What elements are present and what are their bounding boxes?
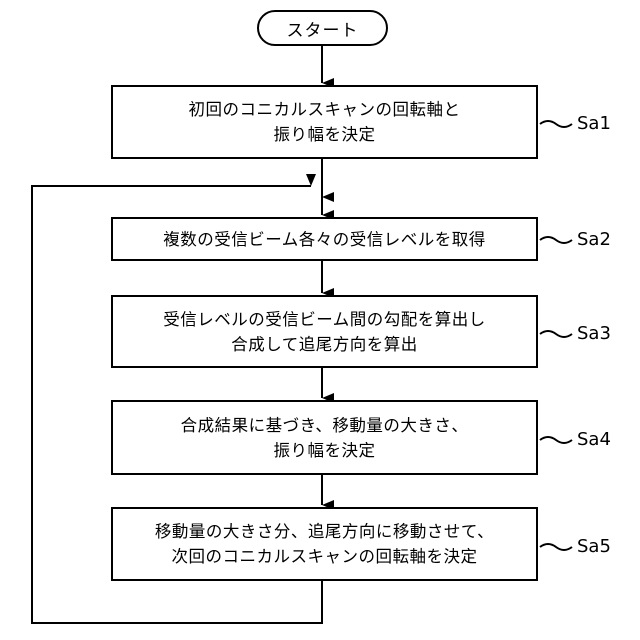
step-sa1-line-1: 初回のコニカルスキャンの回転軸と (189, 97, 461, 122)
start-terminal: スタート (257, 10, 388, 46)
step-box-sa1: 初回のコニカルスキャンの回転軸と 振り幅を決定 (111, 85, 538, 159)
label-leader-sa1 (540, 121, 572, 127)
step-sa2-line-1: 複数の受信ビーム各々の受信レベルを取得 (163, 227, 486, 252)
step-id-sa5: Sa5 (577, 537, 611, 557)
step-box-sa4: 合成結果に基づき、移動量の大きさ、 振り幅を決定 (111, 400, 538, 475)
step-sa4-line-2: 振り幅を決定 (274, 438, 376, 463)
step-sa5-line-1: 移動量の大きさ分、追尾方向に移動させて、 (155, 519, 494, 544)
label-leader-sa2 (540, 237, 572, 243)
label-leader-sa5 (540, 544, 572, 550)
step-sa4-line-1: 合成結果に基づき、移動量の大きさ、 (181, 413, 469, 438)
step-sa5-line-2: 次回のコニカルスキャンの回転軸を決定 (172, 544, 478, 569)
step-sa1-line-2: 振り幅を決定 (274, 122, 376, 147)
step-id-sa3: Sa3 (577, 324, 611, 344)
step-id-sa4: Sa4 (577, 430, 611, 450)
step-box-sa5: 移動量の大きさ分、追尾方向に移動させて、 次回のコニカルスキャンの回転軸を決定 (111, 507, 538, 581)
step-id-sa1: Sa1 (577, 114, 611, 134)
step-sa3-line-2: 合成して追尾方向を算出 (231, 332, 418, 357)
step-id-sa2: Sa2 (577, 230, 611, 250)
step-box-sa2: 複数の受信ビーム各々の受信レベルを取得 (111, 217, 538, 261)
step-sa3-line-1: 受信レベルの受信ビーム間の勾配を算出し (163, 307, 486, 332)
step-box-sa3: 受信レベルの受信ビーム間の勾配を算出し 合成して追尾方向を算出 (111, 295, 538, 368)
label-leader-sa4 (540, 437, 572, 443)
start-label: スタート (287, 16, 359, 41)
label-leader-sa3 (540, 331, 572, 337)
